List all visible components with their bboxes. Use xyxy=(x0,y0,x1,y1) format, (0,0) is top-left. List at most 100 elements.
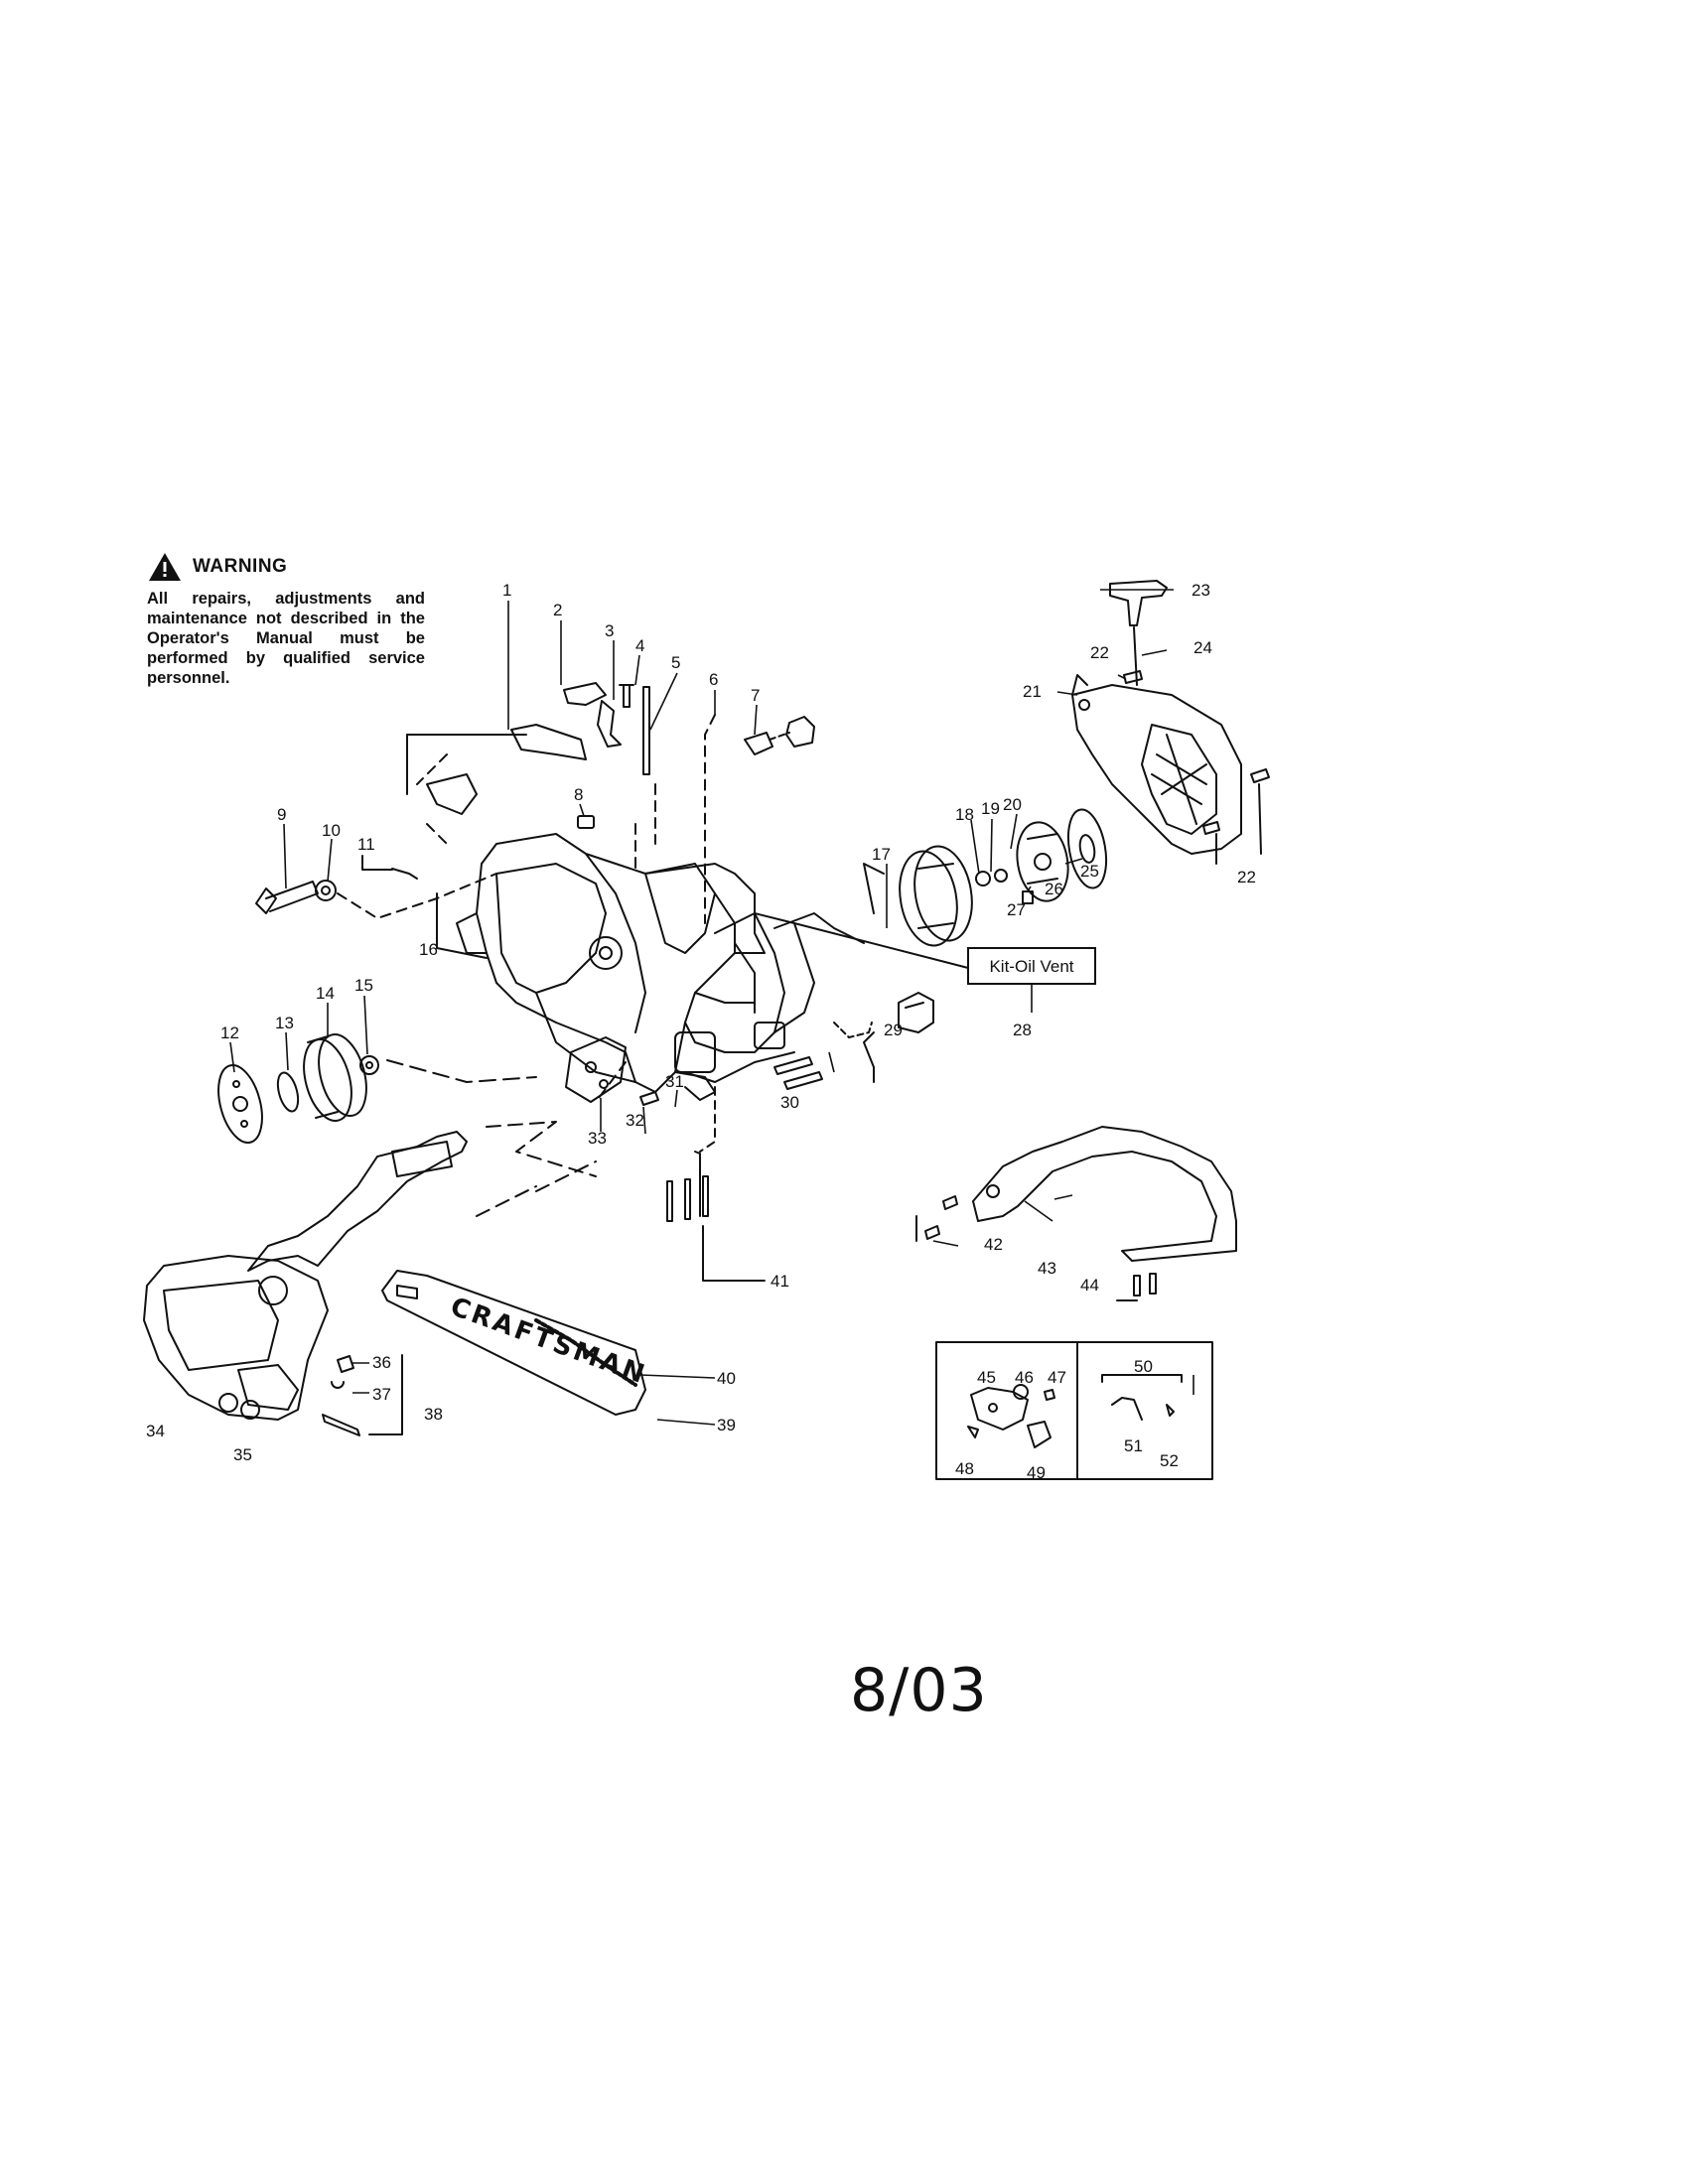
part-40-saw-chain xyxy=(534,1318,637,1387)
part-14-clutch-drum xyxy=(303,1033,367,1122)
callout-50: 50 xyxy=(1134,1357,1153,1376)
part-7-fuel-cap xyxy=(744,716,815,755)
part-49-cover xyxy=(1027,1421,1052,1448)
warning-text: All repairs, adjustments and maintenance… xyxy=(147,590,425,687)
callout-48: 48 xyxy=(955,1459,974,1478)
part-8-block xyxy=(577,815,595,829)
callout-9: 9 xyxy=(277,805,286,824)
callout-6: 6 xyxy=(709,670,718,689)
part-6-dashed-line xyxy=(704,714,716,924)
leader-41-dash xyxy=(699,1086,716,1153)
callout-16: 16 xyxy=(419,940,438,959)
leader-11 xyxy=(361,855,393,871)
part-3-lever xyxy=(597,700,622,748)
part-11-pin xyxy=(391,868,418,880)
part-43-front-handle xyxy=(972,1126,1237,1262)
callout-13: 13 xyxy=(275,1014,294,1032)
part-34-sprocket-cover xyxy=(143,1255,329,1421)
part-23-starter-handle xyxy=(1109,580,1168,626)
callout-47: 47 xyxy=(1048,1368,1066,1387)
part-22-screws xyxy=(1123,670,1270,835)
warning-block: WARNING All repairs, adjustments and mai… xyxy=(147,551,425,688)
part-37-clip xyxy=(331,1381,345,1389)
part-52-pin xyxy=(1166,1404,1175,1417)
callout-46: 46 xyxy=(1015,1368,1034,1387)
callout-2: 2 xyxy=(553,601,562,619)
warning-header: WARNING xyxy=(147,551,425,583)
callout-23: 23 xyxy=(1192,581,1210,600)
callout-17: 17 xyxy=(872,845,891,864)
callout-40: 40 xyxy=(717,1369,736,1388)
callout-numbers: 1 2 3 4 5 6 7 8 9 10 11 12 13 14 15 16 1… xyxy=(146,581,1256,1482)
callout-24: 24 xyxy=(1193,638,1212,657)
part-51-hose xyxy=(1111,1397,1143,1421)
part-1-handle-cover xyxy=(406,724,587,815)
callout-32: 32 xyxy=(626,1111,644,1130)
callout-19: 19 xyxy=(981,799,1000,818)
callout-33: 33 xyxy=(588,1129,607,1148)
callout-7: 7 xyxy=(751,686,760,705)
callout-21: 21 xyxy=(1023,682,1042,701)
part-15-washer xyxy=(359,1055,379,1075)
callout-22-right: 22 xyxy=(1237,868,1256,887)
part-48-screw xyxy=(967,1426,979,1438)
leader-drum-axis xyxy=(386,1059,537,1083)
callout-10: 10 xyxy=(322,821,341,840)
callout-36: 36 xyxy=(372,1353,391,1372)
callout-43: 43 xyxy=(1038,1259,1056,1278)
callout-27: 27 xyxy=(1007,900,1026,919)
part-18-washer xyxy=(975,871,991,887)
leader-misc-1 xyxy=(416,753,448,845)
callout-49: 49 xyxy=(1027,1463,1046,1482)
leader-38 xyxy=(368,1354,403,1435)
leader-41 xyxy=(702,1225,766,1282)
part-30-bolts xyxy=(773,1056,823,1090)
part-46-gear xyxy=(1013,1384,1029,1400)
callout-20: 20 xyxy=(1003,795,1022,814)
part-38-adjuster xyxy=(322,1414,360,1436)
callout-5: 5 xyxy=(671,653,680,672)
part-10-nut xyxy=(315,880,337,901)
date-stamp: 8/03 xyxy=(850,1656,988,1725)
leader-22-right xyxy=(1215,783,1262,865)
callout-51: 51 xyxy=(1124,1436,1143,1455)
crankcase-housing xyxy=(456,833,815,1093)
part-50-hose-assembly xyxy=(1101,1374,1183,1383)
part-13-washer xyxy=(276,1071,300,1113)
callout-30: 30 xyxy=(780,1093,799,1112)
kit-oil-vent-label: Kit-Oil Vent xyxy=(989,957,1073,976)
part-39-guide-bar xyxy=(381,1270,646,1416)
callout-41: 41 xyxy=(771,1272,789,1291)
guide-bar-brand: CRAFTSMAN xyxy=(447,1292,651,1390)
callout-3: 3 xyxy=(605,621,614,640)
leader-28 xyxy=(793,922,969,969)
callout-26: 26 xyxy=(1045,880,1063,898)
leader-33-bar xyxy=(476,1121,597,1217)
part-27-screw xyxy=(1022,890,1034,904)
callout-45: 45 xyxy=(977,1368,996,1387)
callout-52: 52 xyxy=(1160,1451,1179,1470)
callout-38: 38 xyxy=(424,1405,443,1424)
part-36-screw xyxy=(337,1355,354,1373)
part-41-bolts xyxy=(666,1151,709,1222)
callout-25: 25 xyxy=(1080,862,1099,881)
part-20-starter-pulley xyxy=(1016,821,1069,902)
callout-22-top: 22 xyxy=(1090,643,1109,662)
leader-misc-2 xyxy=(634,783,656,875)
part-2-bracket xyxy=(563,682,607,706)
callout-29: 29 xyxy=(884,1021,903,1039)
part-33-plate xyxy=(565,1036,627,1103)
part-44-screws xyxy=(1133,1273,1157,1297)
part-34-brake-handle xyxy=(247,1131,468,1305)
callout-4: 4 xyxy=(635,636,644,655)
part-24-starter-rope xyxy=(1133,626,1138,686)
part-9-bolt xyxy=(255,881,319,914)
part-12-clutch xyxy=(217,1064,263,1144)
warning-triangle-icon xyxy=(149,553,181,581)
warning-title: WARNING xyxy=(193,556,288,577)
leader-16 xyxy=(436,892,488,959)
part-4-screw xyxy=(619,684,634,708)
part-29-oil-cap xyxy=(833,992,934,1083)
part-35-bar-nuts xyxy=(218,1393,260,1420)
